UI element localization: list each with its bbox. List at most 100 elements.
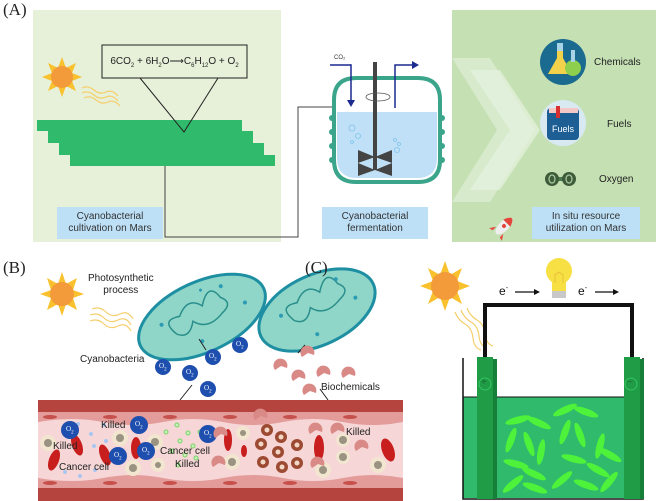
o2-sub: 2 [140, 425, 143, 431]
o2-sub: 2 [191, 373, 194, 379]
eq-term: 6CO [110, 56, 131, 67]
killed-label: Killed [346, 427, 371, 438]
blood-vessel [38, 400, 403, 501]
eq-term: H [194, 56, 202, 67]
cyanobacterium-cell [137, 272, 267, 362]
o2-sub: 2 [214, 357, 217, 363]
fermentation-label-line2: fermentation [347, 223, 403, 234]
photosynthetic-line2: process [103, 285, 139, 296]
reaction-arrow: ⟶ [169, 56, 184, 67]
electron-label-right: e- [578, 284, 587, 298]
photosynthesis-equation: 6CO2 + 6H2O⟶C6H12O + O2 [102, 56, 247, 69]
equation-callout [139, 77, 219, 133]
o2-o: O [66, 425, 72, 433]
cyanobacteria-label: Cyanobacteria [80, 354, 145, 365]
fuels-icon-text: Fuels [551, 124, 574, 134]
o2-sub: 2 [71, 430, 74, 436]
o2-o: O [204, 429, 210, 437]
electron-sup: - [505, 285, 509, 292]
eq-term: + 6H [134, 56, 159, 67]
o2-text: O2 [159, 362, 167, 372]
eq-term: O [161, 56, 170, 67]
killed-label: Killed [101, 420, 126, 431]
brown-particles [255, 424, 303, 473]
o2-text: O2 [135, 420, 143, 430]
biochemicals-label: Biochemicals [321, 382, 380, 393]
sun-rays-icon-c [454, 307, 494, 351]
electron-label-left: e- [499, 284, 508, 298]
cancer-cell-label: Cancer cell [160, 446, 211, 457]
o2-o: O [186, 368, 192, 376]
cyanobacteria-layers [37, 120, 275, 166]
anode-sign: + [481, 377, 487, 388]
o2-text: O2 [236, 340, 244, 350]
sun-icon-b [40, 272, 84, 316]
killed-label: Killed [175, 459, 200, 470]
o2-sub: 2 [209, 389, 212, 395]
panel-c-label: (C) [305, 258, 328, 277]
killed-label: Killed [53, 441, 78, 452]
oxygen-molecule-icon [545, 172, 576, 186]
eq-term: C [183, 56, 192, 67]
sun-icon-c [420, 261, 470, 311]
o2-o: O [209, 352, 215, 360]
o2-sub: 2 [209, 434, 212, 440]
eq-sub: 12 [201, 63, 209, 69]
cultivation-label-line2: cultivation on Mars [68, 223, 152, 234]
o2-molecules [155, 337, 248, 397]
sun-icon [42, 57, 82, 97]
o2-o: O [236, 340, 242, 348]
co2-inlet-label: CO₂ [334, 55, 346, 61]
photosynthetic-line1: Photosynthetic [88, 273, 154, 284]
panel-a-label: (A) [3, 0, 27, 19]
flask-icon [540, 39, 586, 85]
o2-text: O2 [114, 451, 122, 461]
o2-o: O [142, 446, 148, 454]
o2-sub: 2 [164, 367, 167, 373]
fermentation-label-line1: Cyanobacterial [341, 211, 409, 222]
isru-label-line1: In situ resource [551, 211, 621, 222]
circuit-wire [483, 303, 634, 358]
rocket-icon [489, 217, 513, 241]
electron-sup: - [584, 285, 588, 292]
o2-sub: 2 [119, 456, 122, 462]
o2-text: O2 [66, 425, 74, 435]
connector-line [164, 106, 335, 238]
o2-text: O2 [142, 446, 150, 456]
light-bulb-icon [546, 258, 572, 298]
o2-sub: 2 [241, 345, 244, 351]
cancer-cells [40, 426, 386, 478]
o2-text: O2 [204, 384, 212, 394]
isru-label-line2: utilization on Mars [545, 223, 627, 234]
o2-text: O2 [204, 429, 212, 439]
cultivation-label-line1: Cyanobacterial [76, 211, 144, 222]
cathode-sign: − [627, 377, 633, 388]
red-blood-cells [47, 429, 395, 471]
cyanobacterium-cell [257, 267, 377, 353]
o2-o: O [135, 420, 141, 428]
electron-e: e [499, 284, 506, 298]
o2-text: O2 [209, 352, 217, 362]
biochemicals-in-vessel [211, 408, 369, 468]
sun-rays-icon-b [89, 307, 134, 332]
product-label-chemicals: Chemicals [594, 57, 641, 68]
photosynthetic-process-label: Photosynthetic process [88, 273, 154, 297]
panel-b-label: (B) [3, 258, 26, 277]
product-label-oxygen: Oxygen [599, 174, 634, 185]
cathode-electrode [624, 357, 644, 499]
eq-sub: 2 [130, 63, 135, 69]
o2-o: O [159, 362, 165, 370]
eq-sub: 2 [235, 63, 239, 69]
biochemical-molecules [273, 345, 356, 395]
eq-sub: 2 [158, 63, 162, 69]
o2-o: O [114, 451, 120, 459]
product-label-fuels: Fuels [607, 119, 632, 130]
o2-in-vessel [61, 416, 217, 465]
o2-o: O [204, 384, 210, 392]
electron-e: e [578, 284, 585, 298]
fuel-can-icon [540, 100, 586, 146]
eq-term: O + O [208, 56, 236, 67]
